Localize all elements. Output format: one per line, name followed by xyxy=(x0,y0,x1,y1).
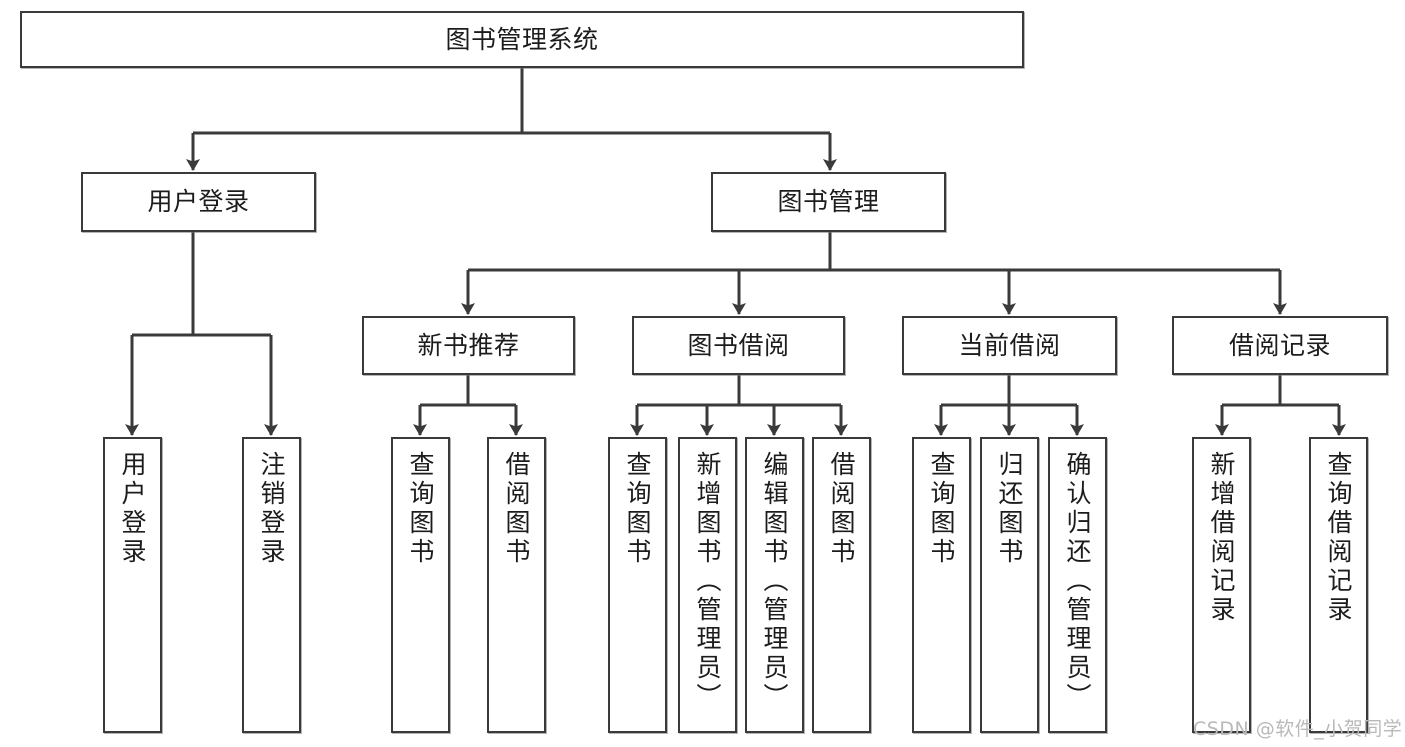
node-borrow-record-label: 借阅记录 xyxy=(1228,330,1331,360)
csdn-watermark: CSDN @软件_小贺同学 xyxy=(1193,718,1403,740)
node-leaf-borrow-book-1-label: 借阅图书 xyxy=(502,451,531,567)
node-leaf-add-record[interactable]: 新增借阅记录 xyxy=(1192,437,1251,733)
node-leaf-borrow-book-2[interactable]: 借阅图书 xyxy=(812,437,871,733)
node-leaf-return-book-label: 归还图书 xyxy=(995,451,1024,567)
node-leaf-query-record-label: 查询借阅记录 xyxy=(1324,451,1353,625)
node-leaf-user-login-label: 用户登录 xyxy=(118,451,147,567)
node-leaf-return-book[interactable]: 归还图书 xyxy=(980,437,1039,733)
node-leaf-edit-book[interactable]: 编辑图书（管理员） xyxy=(745,437,804,733)
node-leaf-edit-book-label: 编辑图书（管理员） xyxy=(760,451,789,712)
node-leaf-confirm-return-label: 确认归还（管理员） xyxy=(1063,451,1092,712)
node-leaf-query-book-2-label: 查询图书 xyxy=(623,451,652,567)
node-leaf-add-book[interactable]: 新增图书（管理员） xyxy=(678,437,737,733)
node-new-book-recommend-label: 新书推荐 xyxy=(417,330,520,360)
node-leaf-borrow-book-1[interactable]: 借阅图书 xyxy=(487,437,546,733)
node-leaf-add-record-label: 新增借阅记录 xyxy=(1207,451,1236,625)
node-user-login[interactable]: 用户登录 xyxy=(81,172,316,232)
node-current-borrow-label: 当前借阅 xyxy=(958,330,1061,360)
node-borrow-record[interactable]: 借阅记录 xyxy=(1172,316,1388,375)
node-book-borrow[interactable]: 图书借阅 xyxy=(632,316,845,375)
node-user-login-label: 用户登录 xyxy=(147,187,250,217)
node-book-management-label: 图书管理 xyxy=(777,187,880,217)
node-leaf-query-book-1[interactable]: 查询图书 xyxy=(391,437,450,733)
node-leaf-user-login[interactable]: 用户登录 xyxy=(103,437,162,733)
node-root-label: 图书管理系统 xyxy=(445,24,599,54)
node-leaf-query-book-1-label: 查询图书 xyxy=(406,451,435,567)
node-root[interactable]: 图书管理系统 xyxy=(20,11,1024,68)
node-leaf-query-book-2[interactable]: 查询图书 xyxy=(608,437,667,733)
node-leaf-logout-login[interactable]: 注销登录 xyxy=(242,437,301,733)
node-new-book-recommend[interactable]: 新书推荐 xyxy=(362,316,575,375)
node-book-management[interactable]: 图书管理 xyxy=(711,172,946,232)
node-leaf-query-book-3[interactable]: 查询图书 xyxy=(912,437,971,733)
node-leaf-borrow-book-2-label: 借阅图书 xyxy=(827,451,856,567)
node-current-borrow[interactable]: 当前借阅 xyxy=(902,316,1117,375)
node-leaf-logout-login-label: 注销登录 xyxy=(257,451,286,567)
node-leaf-query-book-3-label: 查询图书 xyxy=(927,451,956,567)
node-book-borrow-label: 图书借阅 xyxy=(687,330,790,360)
node-leaf-add-book-label: 新增图书（管理员） xyxy=(693,451,722,712)
node-leaf-query-record[interactable]: 查询借阅记录 xyxy=(1309,437,1368,733)
node-leaf-confirm-return[interactable]: 确认归还（管理员） xyxy=(1048,437,1107,733)
